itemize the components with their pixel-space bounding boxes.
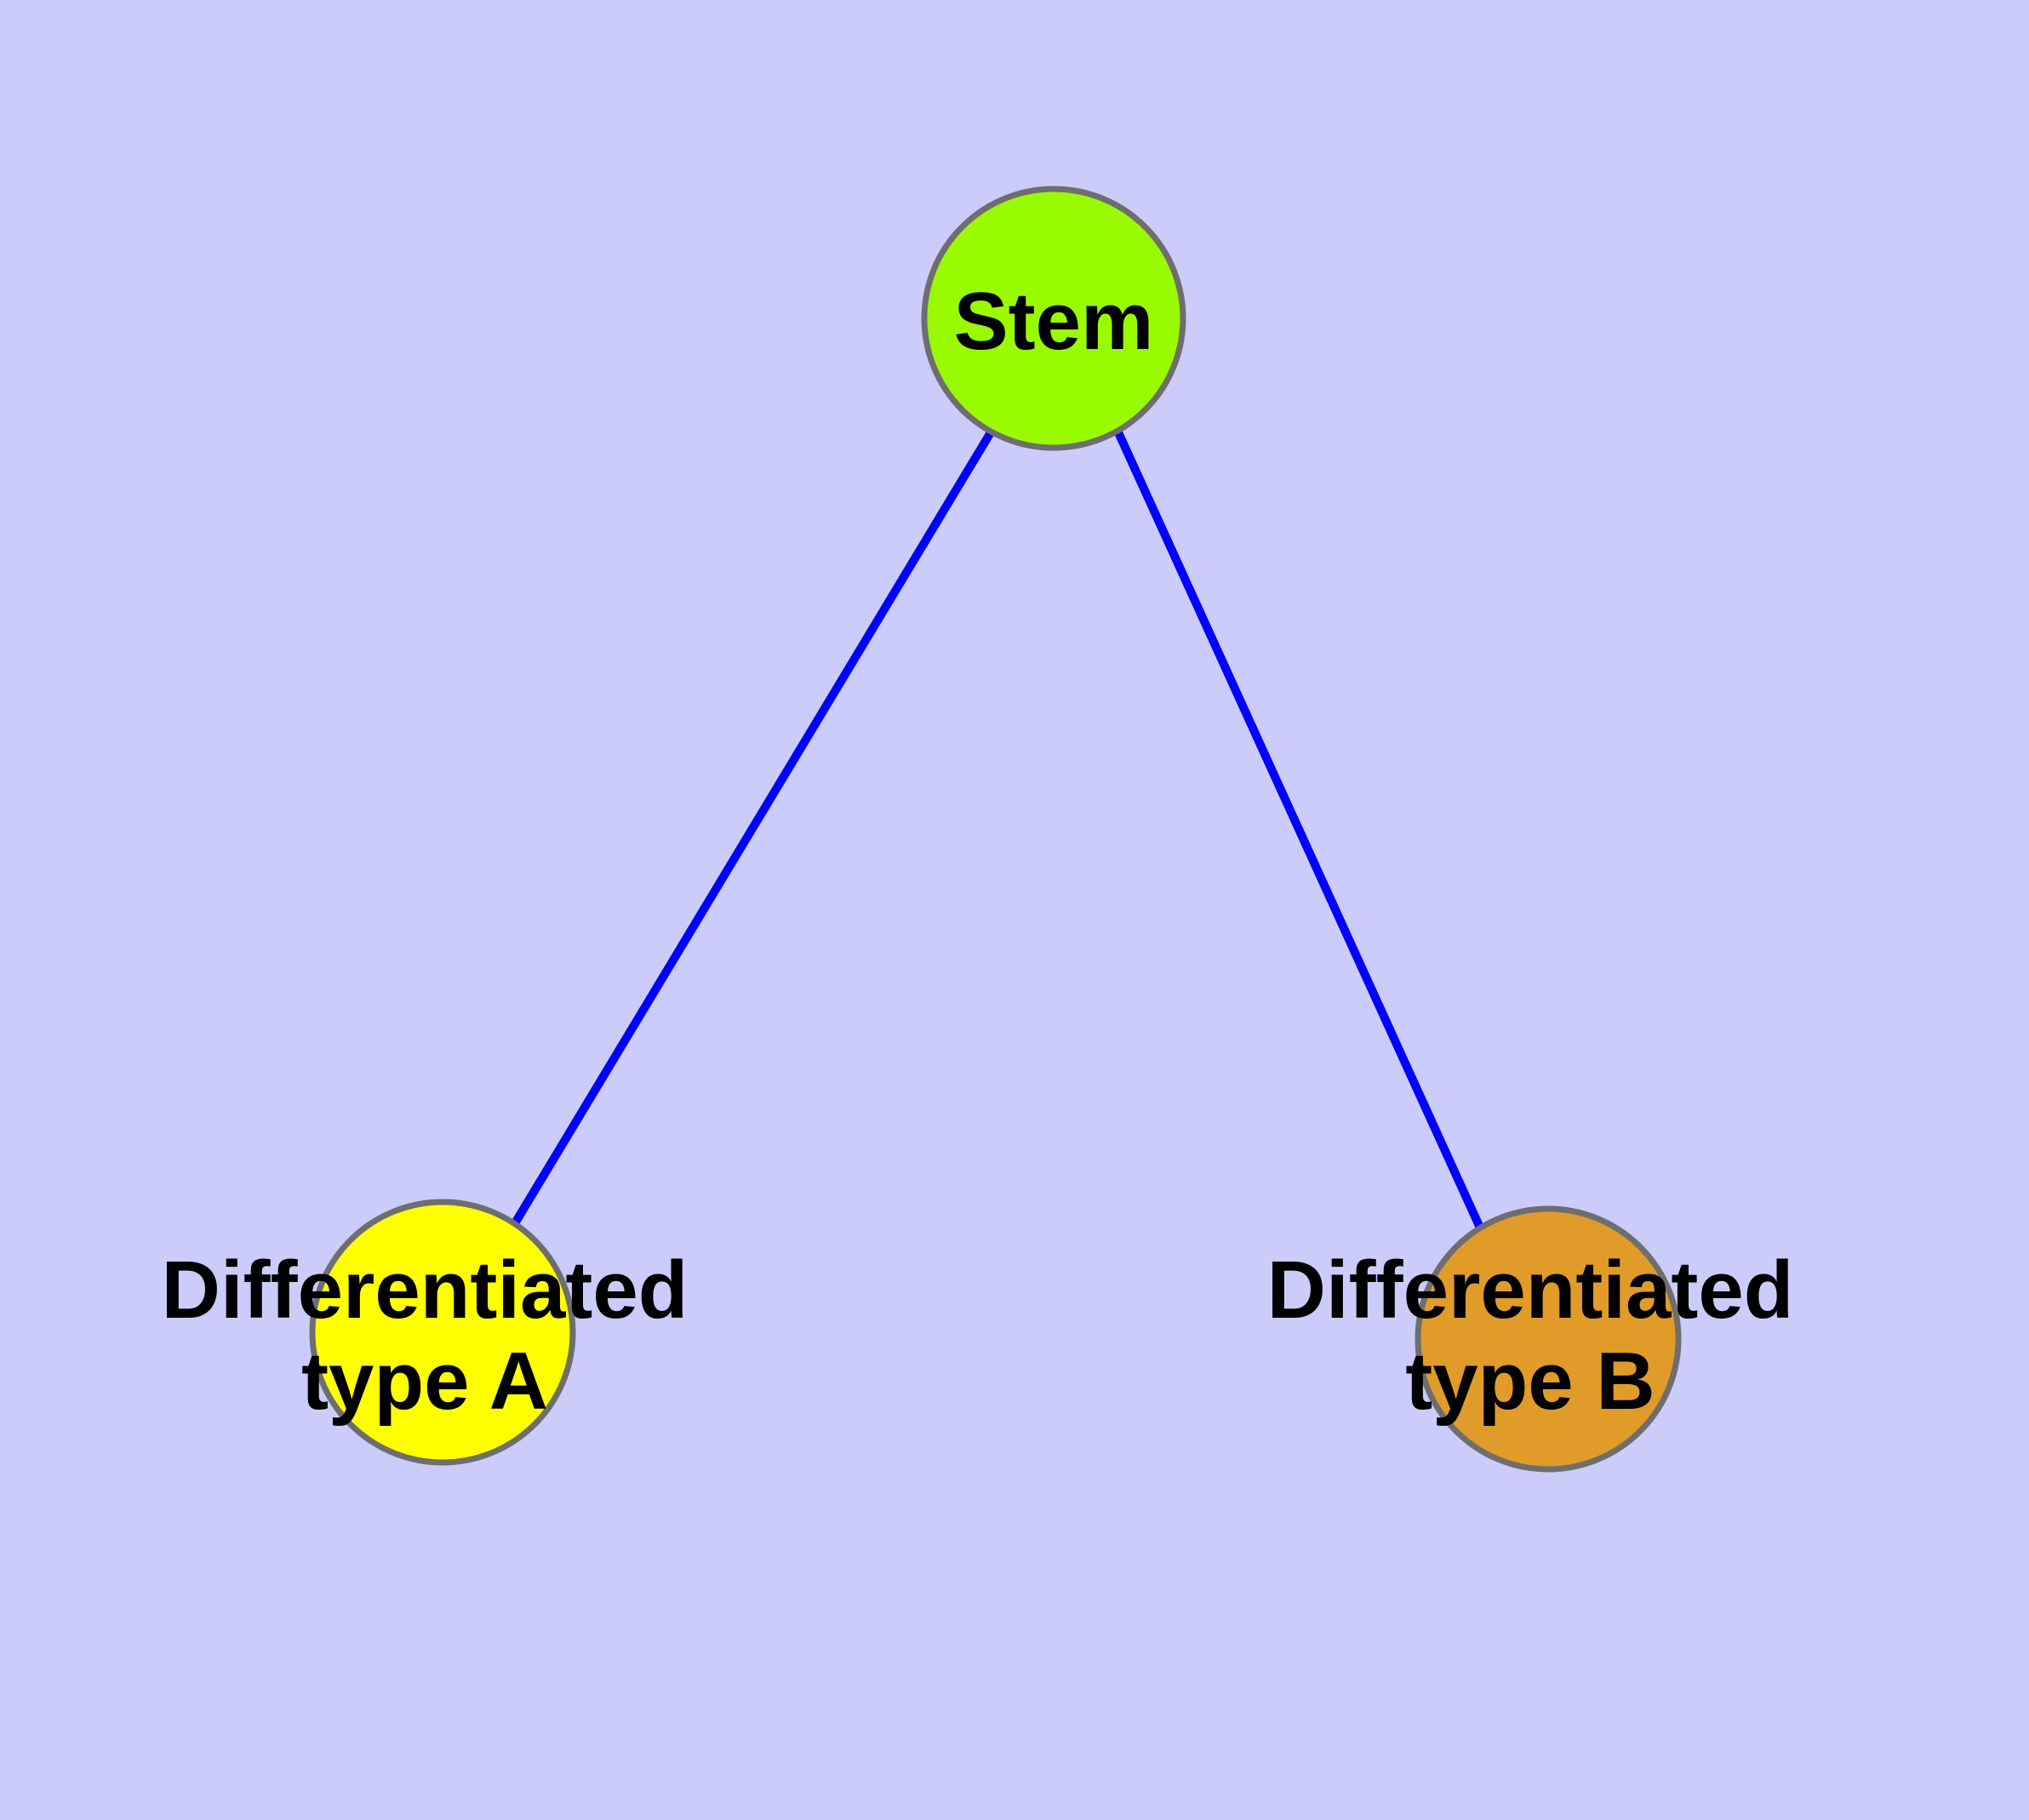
node-differentiated-type-b-circle[interactable]	[1415, 1205, 1682, 1473]
labels-layer: Stem Differentiated type A Differentiate…	[162, 276, 1794, 1427]
node-differentiated-type-a[interactable]	[309, 1199, 576, 1466]
edges-layer	[511, 430, 1483, 1228]
node-differentiated-type-b-label-line1: Differentiated	[1267, 1245, 1794, 1336]
node-differentiated-type-a-label-line1: Differentiated	[162, 1245, 689, 1336]
node-stem-circle[interactable]	[921, 186, 1186, 451]
node-differentiated-type-b[interactable]	[1415, 1205, 1682, 1473]
node-differentiated-type-b-label-line2: type B	[1405, 1336, 1655, 1427]
node-differentiated-type-b-label: Differentiated type B	[1267, 1245, 1794, 1427]
edge-stem-to-differentiated-type-a[interactable]	[511, 430, 995, 1226]
node-differentiated-type-a-label: Differentiated type A	[162, 1245, 689, 1427]
node-stem-label: Stem	[954, 276, 1154, 367]
nodes-layer	[309, 186, 1682, 1473]
node-differentiated-type-a-label-line2: type A	[301, 1336, 548, 1427]
node-stem[interactable]	[921, 186, 1186, 451]
edge-stem-to-differentiated-type-b[interactable]	[1114, 430, 1483, 1228]
node-differentiated-type-a-circle[interactable]	[309, 1199, 576, 1466]
